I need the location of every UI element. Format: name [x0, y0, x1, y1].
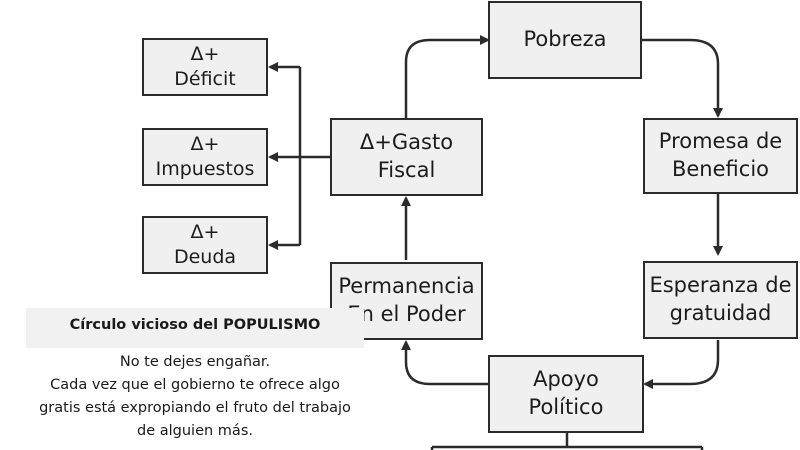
promesa-line-2: Beneficio [671, 157, 769, 181]
esperanza-box: Esperanza de gratuidad [643, 261, 798, 339]
caption-line: gratis está expropiando el fruto del tra… [39, 400, 351, 416]
arrow-apoyo-to-permanencia [401, 340, 488, 386]
caption-line: No te dejes engañar. [119, 354, 271, 370]
deficit-line-2: Déficit [174, 68, 236, 90]
apoyo-line-1: Apoyo [533, 367, 599, 392]
impuestos-line-2: Impuestos [155, 158, 255, 180]
esperanza-line-2: gratuidad [669, 301, 772, 325]
permanencia-box: Permanencia En el Poder [330, 262, 483, 340]
arrow-pobreza-to-promesa [642, 38, 723, 118]
caption-body: No te dejes engañar. Cada vez que el gob… [26, 348, 364, 450]
gasto-line-1: Δ+Gasto [359, 130, 454, 155]
esperanza-line-1: Esperanza de [649, 273, 792, 298]
caption-title: Círculo vicioso del POPULISMO [69, 317, 321, 333]
caption-panel: Círculo vicioso del POPULISMO No te deje… [26, 308, 364, 450]
apoyo-line-2: Político [528, 395, 604, 419]
caption-line: de alguien más. [137, 423, 253, 439]
impuestos-line-1: Δ+ [190, 132, 220, 155]
deficit-box: Δ+ Déficit [142, 38, 268, 96]
deuda-line-2: Deuda [173, 246, 237, 268]
impuestos-box: Δ+ Impuestos [142, 128, 268, 186]
deficit-line-1: Δ+ [190, 42, 220, 65]
promesa-line-1: Promesa de [658, 129, 783, 154]
arrow-esperanza-to-apoyo [643, 340, 720, 389]
pobreza-box: Pobreza [488, 1, 642, 79]
arrow-gasto-to-pobreza [404, 35, 490, 118]
promesa-box: Promesa de Beneficio [643, 118, 798, 194]
pobreza-label: Pobreza [523, 27, 607, 52]
caption-line: Cada vez que el gobierno te ofrece algo [50, 377, 340, 393]
gasto-line-2: Fiscal [377, 158, 436, 182]
apoyo-box: Apoyo Político [488, 355, 644, 433]
gasto-box: Δ+Gasto Fiscal [330, 118, 483, 196]
deuda-line-1: Δ+ [190, 220, 220, 243]
permanencia-line-2: En el Poder [347, 302, 466, 326]
permanencia-line-1: Permanencia [338, 274, 475, 299]
deuda-box: Δ+ Deuda [142, 216, 268, 274]
